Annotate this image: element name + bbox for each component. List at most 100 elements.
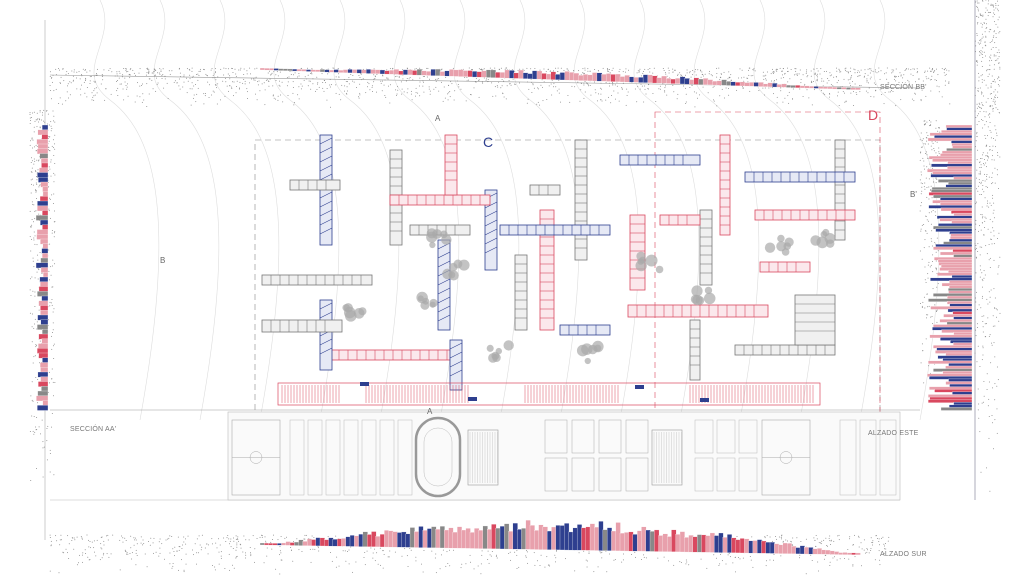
stipple-dot (938, 127, 940, 129)
stipple-dot (986, 135, 988, 137)
stipple-dot (263, 82, 265, 84)
stipple-dot (832, 557, 834, 559)
sports-fields-row (227, 411, 901, 501)
stipple-dot (29, 210, 31, 212)
stipple-dot (37, 118, 39, 120)
stipple-dot (652, 72, 654, 74)
stipple-dot (552, 70, 554, 72)
stipple-dot (628, 69, 630, 71)
stipple-dot (542, 86, 544, 88)
stipple-dot (410, 90, 412, 92)
stipple-dot (976, 5, 978, 7)
stipple-dot (38, 118, 40, 120)
stipple-dot (68, 543, 70, 545)
elevation-module (453, 69, 460, 77)
stipple-dot (277, 75, 279, 77)
stipple-dot (337, 67, 339, 69)
stipple-dot (47, 170, 49, 172)
stipple-dot (31, 399, 33, 401)
stipple-dot (470, 561, 472, 563)
stipple-dot (677, 74, 679, 76)
stipple-dot (204, 95, 206, 97)
stipple-dot (488, 562, 490, 564)
stipple-dot (110, 93, 112, 95)
stipple-dot (920, 146, 922, 148)
stipple-dot (983, 270, 985, 272)
stipple-dot (768, 87, 770, 89)
stipple-dot (920, 205, 922, 207)
stipple-dot (788, 91, 790, 93)
stipple-dot (878, 67, 880, 69)
stipple-dot (611, 82, 613, 84)
stipple-dot (423, 76, 425, 78)
building-block (699, 209, 713, 286)
stipple-dot (869, 72, 871, 74)
stipple-dot (974, 352, 976, 354)
stipple-dot (872, 540, 874, 542)
stipple-dot (122, 537, 124, 539)
stipple-dot (366, 86, 368, 88)
stipple-dot (49, 570, 51, 572)
elevation-module (546, 530, 553, 550)
stipple-dot (102, 554, 104, 556)
stipple-dot (981, 295, 983, 297)
stipple-dot (149, 544, 151, 546)
stipple-dot (926, 314, 928, 316)
stipple-dot (251, 78, 253, 80)
stipple-dot (982, 15, 984, 17)
stipple-dot (101, 557, 103, 559)
stipple-dot (992, 448, 994, 450)
stipple-dot (706, 567, 708, 569)
stipple-dot (806, 89, 808, 91)
stipple-dot (495, 554, 497, 556)
stipple-dot (76, 88, 78, 90)
stipple-dot (29, 430, 31, 432)
stipple-dot (985, 217, 987, 219)
stipple-dot (929, 67, 931, 69)
stipple-dot (79, 88, 81, 90)
stipple-dot (981, 33, 983, 35)
stipple-dot (210, 69, 212, 71)
stipple-dot (191, 67, 193, 69)
stipple-dot (36, 416, 38, 418)
stipple-dot (53, 172, 55, 174)
stipple-dot (921, 146, 923, 148)
stipple-dot (159, 68, 161, 70)
stipple-dot (164, 78, 166, 80)
tree (784, 237, 794, 247)
stipple-dot (830, 540, 832, 542)
stipple-dot (988, 243, 990, 245)
stipple-dot (978, 179, 980, 181)
stipple-dot (925, 95, 927, 97)
stipple-dot (238, 87, 240, 89)
stipple-dot (42, 476, 44, 478)
stipple-dot (86, 71, 88, 73)
stipple-dot (264, 89, 266, 91)
elevation-module (679, 76, 686, 85)
stipple-dot (191, 88, 193, 90)
stipple-dot (46, 123, 48, 125)
stipple-dot (310, 88, 312, 90)
stipple-dot (981, 217, 983, 219)
stipple-dot (588, 85, 590, 87)
stipple-dot (54, 381, 56, 383)
stipple-dot (183, 74, 185, 76)
stipple-dot (503, 80, 505, 82)
stipple-dot (589, 70, 591, 72)
stipple-dot (126, 88, 128, 90)
stipple-dot (838, 68, 840, 70)
stipple-dot (975, 244, 977, 246)
elevation-module (564, 523, 570, 551)
stipple-dot (987, 152, 989, 154)
stipple-dot (857, 75, 859, 77)
stipple-dot (926, 121, 928, 123)
stipple-dot (33, 163, 35, 165)
stipple-dot (50, 77, 52, 79)
stipple-dot (265, 540, 267, 542)
stipple-dot (695, 74, 697, 76)
stipple-dot (977, 149, 979, 151)
stipple-dot (373, 81, 375, 83)
stipple-dot (359, 94, 361, 96)
stipple-dot (975, 116, 977, 118)
elevation-module (306, 69, 312, 72)
